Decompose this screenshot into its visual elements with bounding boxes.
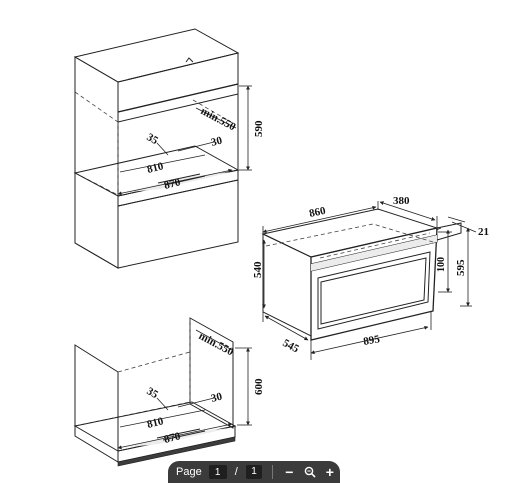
oven-total-height-label: 595: [455, 259, 467, 276]
page-number-input[interactable]: [208, 465, 227, 479]
page-separator: /: [234, 466, 238, 478]
oven-drawing: 860 380 21 540 100 595 545 895: [252, 195, 489, 360]
upper-inner-width-label: 810: [146, 160, 165, 176]
lower-cabinet-drawing: min.550 600 35 30 810 870: [73, 317, 265, 467]
lower-height-label: 600: [253, 378, 265, 395]
oven-offset-label: 21: [478, 226, 489, 238]
zoom-in-button[interactable]: +: [320, 463, 340, 481]
lower-inner-width-label: 810: [146, 415, 165, 431]
page-toolbar: Page / 1 − +: [168, 461, 340, 483]
oven-panel-height-label: 100: [436, 257, 447, 272]
zoom-out-button[interactable]: −: [279, 463, 299, 481]
lower-min-depth-label: min.550: [197, 330, 236, 358]
magnifier-icon: [304, 466, 316, 478]
oven-front-width-label: 895: [362, 333, 381, 348]
total-pages: 1: [245, 465, 263, 479]
upper-outer-width-label: 870: [163, 176, 182, 192]
oven-front-height-label: 540: [252, 261, 264, 278]
upper-min-depth-label: min.550: [199, 105, 238, 133]
plus-icon: +: [325, 464, 334, 480]
minus-icon: −: [285, 464, 294, 480]
page-label: Page: [176, 466, 202, 478]
upper-rear-clearance-label: 30: [210, 134, 224, 148]
oven-bottom-depth-label: 545: [281, 337, 302, 356]
toolbar-divider: [272, 465, 274, 479]
upper-height-label: 590: [253, 120, 265, 137]
oven-width-label: 860: [308, 205, 327, 220]
oven-depth-label: 380: [393, 195, 410, 207]
lower-rear-clearance-label: 30: [210, 390, 224, 404]
lower-outer-width-label: 870: [163, 430, 182, 446]
zoom-fit-button[interactable]: [300, 463, 320, 481]
upper-cabinet-drawing: min.550 590 35 30 810 870: [73, 28, 265, 269]
upper-side-clearance-label: 35: [145, 131, 161, 147]
